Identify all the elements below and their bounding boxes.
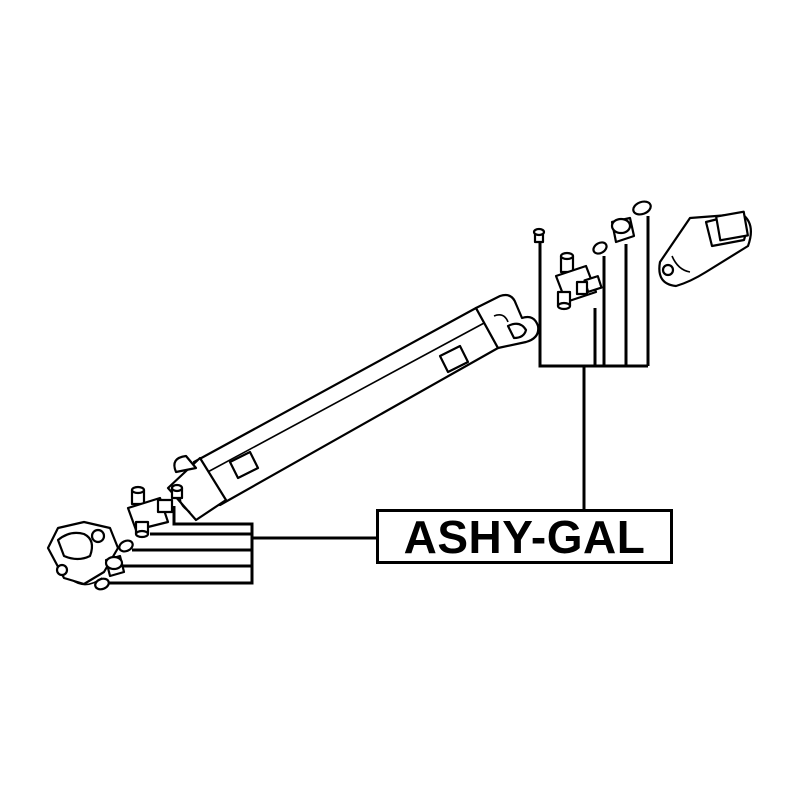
front-grease-fitting bbox=[170, 483, 184, 500]
seal-ring bbox=[632, 200, 652, 216]
front-snap-ring bbox=[118, 539, 134, 553]
front-ujoint-parts bbox=[46, 483, 378, 591]
rear-ujoint-parts bbox=[532, 200, 753, 511]
grease-fitting bbox=[532, 227, 546, 244]
front-seal-ring bbox=[94, 577, 110, 591]
part-number-label: ASHY-GAL bbox=[376, 509, 673, 564]
front-flange-yoke bbox=[46, 520, 120, 586]
ujoint-spider bbox=[554, 251, 603, 311]
snap-ring bbox=[592, 241, 608, 255]
driveshaft-tube bbox=[166, 293, 540, 522]
bearing-cup bbox=[610, 216, 636, 244]
front-bearing-cup bbox=[104, 554, 126, 578]
front-ujoint-spider bbox=[126, 485, 174, 539]
part-number-text: ASHY-GAL bbox=[403, 510, 646, 563]
front-leader-lines bbox=[108, 506, 378, 585]
rear-flange-yoke bbox=[658, 210, 753, 288]
rear-leader-lines bbox=[538, 216, 650, 511]
